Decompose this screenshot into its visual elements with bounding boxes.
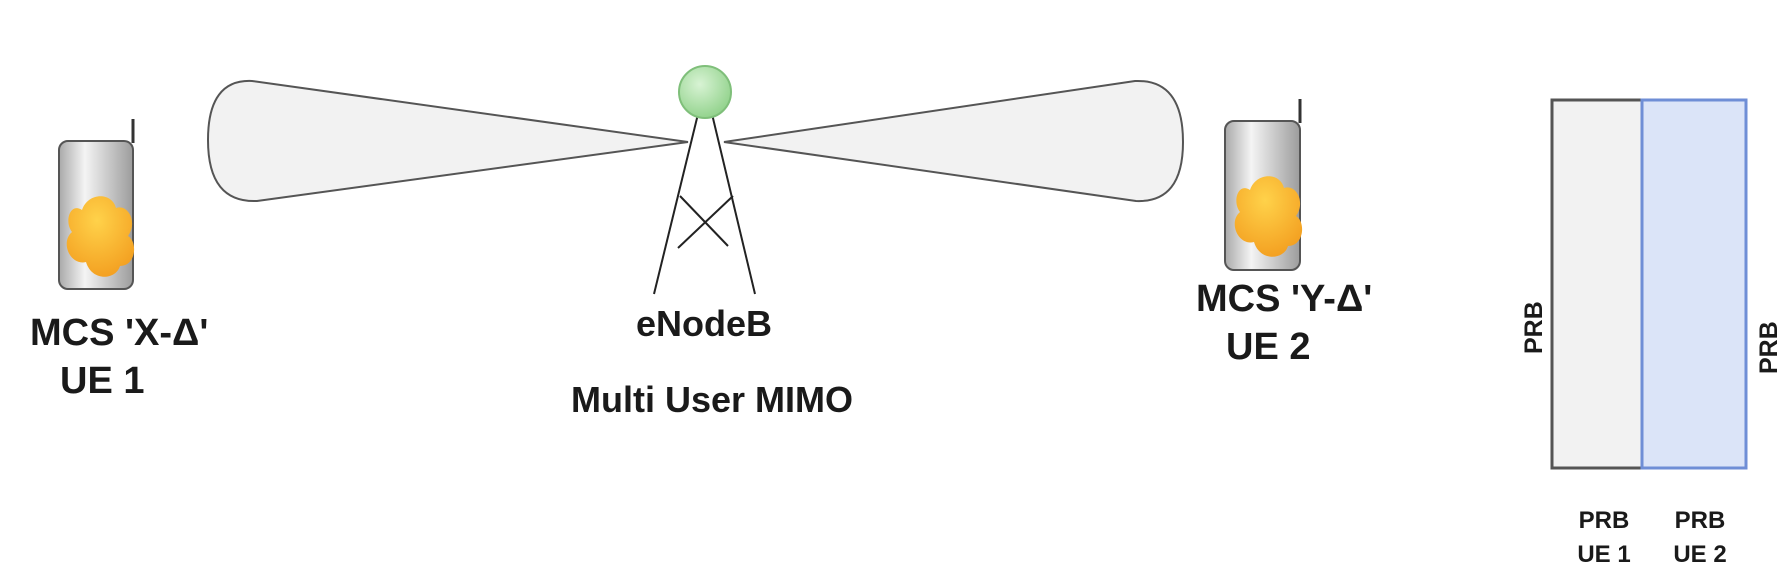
ue1-name-label: UE 1	[60, 360, 144, 402]
beam-right	[723, 79, 1185, 203]
ue1-phone-icon	[58, 119, 135, 290]
ue2-mcs-label: MCS 'Y-Δ'	[1196, 278, 1372, 320]
prb-ue1-label-line2: UE 1	[1577, 541, 1630, 568]
prb-block-ue2	[1640, 98, 1748, 470]
prb-ue1-label-line1: PRB	[1579, 507, 1630, 534]
ue2-name-label: UE 2	[1226, 326, 1310, 368]
enodeb-node-icon	[678, 65, 732, 119]
enodeb-label: eNodeB	[636, 303, 772, 344]
enodeb-tower-icon	[653, 113, 756, 295]
ue2-phone-icon	[1224, 99, 1303, 271]
beam-left	[206, 79, 689, 203]
prb-block-ue1	[1550, 98, 1644, 470]
ue1-mcs-label: MCS 'X-Δ'	[30, 312, 208, 354]
prb-ue2-label-line2: UE 2	[1673, 541, 1726, 568]
mode-label: Multi User MIMO	[571, 379, 853, 420]
prb-right-axis-label: PRB	[1755, 321, 1783, 374]
prb-ue2-label-line1: PRB	[1675, 507, 1726, 534]
prb-left-axis-label: PRB	[1520, 301, 1548, 354]
